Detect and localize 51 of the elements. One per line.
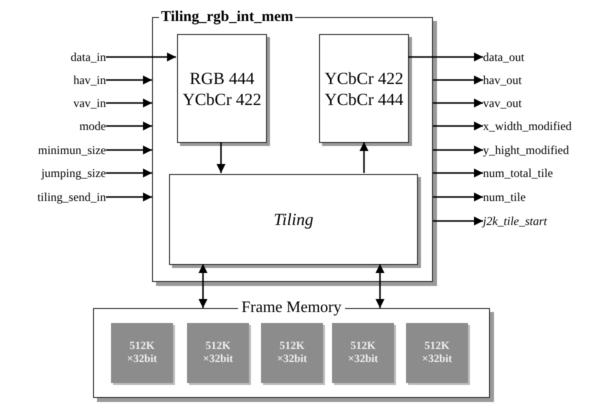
tiling-block <box>169 174 418 265</box>
signal-label: y_hight_modified <box>483 142 569 158</box>
module-title: Tiling_rgb_int_mem <box>159 8 296 26</box>
signal-arrow <box>433 168 483 178</box>
signal-label: minimun_size <box>38 142 106 158</box>
signal-arrow <box>433 76 483 84</box>
signal-arrow <box>198 264 208 308</box>
signal-arrow <box>106 76 152 84</box>
signal-arrow <box>433 216 483 226</box>
signal-arrow <box>216 142 226 173</box>
signal-arrow <box>433 122 483 130</box>
signal-arrow <box>433 98 483 108</box>
memory-chip <box>406 323 468 383</box>
memory-chip <box>332 323 394 383</box>
converter-block <box>319 34 409 143</box>
signal-arrow <box>106 146 152 154</box>
signal-label: vav_in <box>73 95 106 111</box>
signal-arrow <box>376 264 384 308</box>
converter-block <box>177 34 267 143</box>
block-label: RGB 444 YCbCr 422 <box>182 68 262 110</box>
memory-chip <box>261 323 323 383</box>
chip-label: 512K ×32bit <box>420 340 454 366</box>
signal-label: num_total_tile <box>483 165 553 181</box>
signal-label: jumping_size <box>41 165 106 181</box>
signal-label: mode <box>79 118 106 134</box>
chip-label: 512K ×32bit <box>346 340 380 366</box>
block-label: YCbCr 422 YCbCr 444 <box>324 68 404 110</box>
signal-arrow <box>408 52 483 62</box>
signal-label: j2k_tile_start <box>483 213 547 229</box>
signal-arrow <box>106 52 176 62</box>
chip-label: 512K ×32bit <box>202 340 234 366</box>
signal-arrow <box>106 98 152 108</box>
signal-arrow <box>433 146 483 154</box>
chip-label: 512K ×32bit <box>276 340 308 366</box>
signal-label: hav_out <box>483 72 522 88</box>
signal-label: vav_out <box>483 95 522 111</box>
chip-label: 512K ×32bit <box>126 340 158 366</box>
signal-label: data_in <box>70 49 106 65</box>
signal-label: x_width_modified <box>483 118 572 134</box>
signal-label: tiling_send_in <box>37 189 106 205</box>
signal-label: data_out <box>483 49 524 65</box>
signal-arrow <box>106 168 152 178</box>
memory-chip <box>187 323 249 383</box>
signal-arrow <box>433 192 483 202</box>
memory-chip <box>111 323 173 383</box>
block-label: Tiling <box>274 209 314 230</box>
signal-label: num_tile <box>483 189 526 205</box>
signal-arrow <box>106 122 152 130</box>
signal-arrow <box>360 142 368 173</box>
signal-label: hav_in <box>73 72 106 88</box>
signal-arrow <box>106 192 152 202</box>
